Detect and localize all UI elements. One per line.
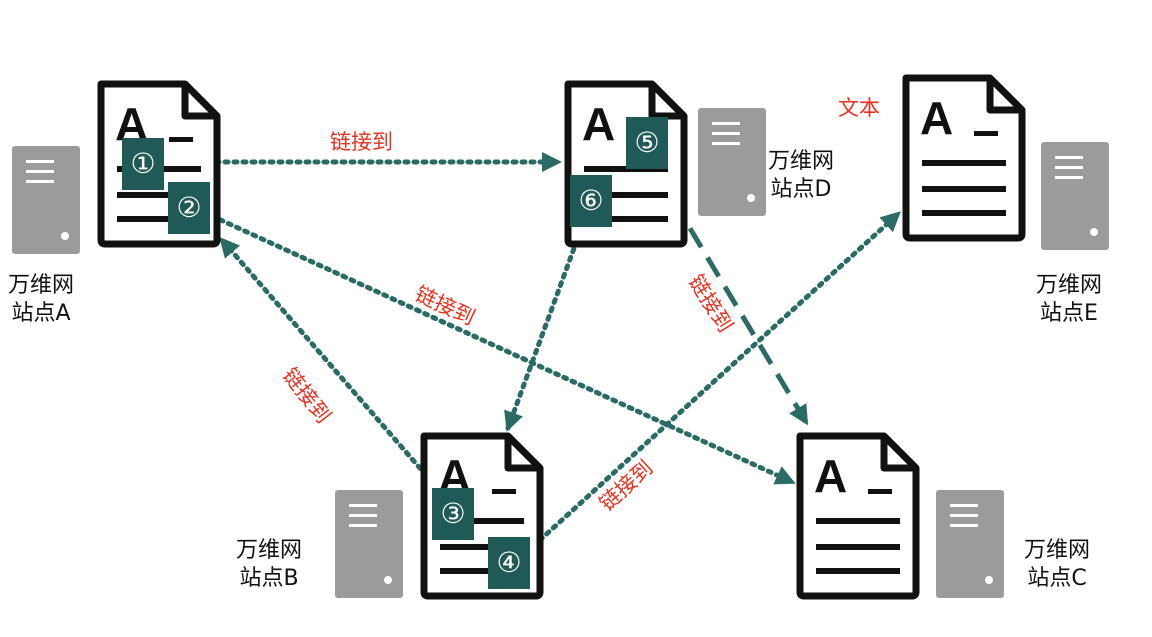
site-label-line2: 站点D [770,177,832,202]
link-2-to-c [209,213,796,485]
server-icon-a [12,146,80,254]
site-label-line2: 站点A [11,301,71,326]
site-label-line1: 万维网 [768,149,835,174]
server-icon-d [698,108,766,216]
site-label-d: 万维网 站点D [768,148,834,204]
site-label-line1: 万维网 [1036,273,1103,298]
link-anchor-1[interactable]: ① [122,138,164,190]
document-letter: A [582,98,615,150]
site-label-line1: 万维网 [8,273,75,298]
site-label-b: 万维网 站点B [236,537,302,593]
site-label-line2: 站点E [1040,301,1098,326]
site-label-line2: 站点C [1027,566,1087,591]
link-anchor-3[interactable]: ③ [432,488,474,540]
link-6-to-b [504,229,583,432]
document-e: A [906,78,1022,238]
site-label-c: 万维网 站点C [1024,537,1090,593]
server-icon-b [335,490,403,598]
document-letter: A [920,92,953,144]
link-anchor-4[interactable]: ④ [488,537,530,589]
document-d: A [568,84,684,244]
text-annotation: 文本 [838,96,880,120]
link-4-to-e [537,211,901,543]
site-label-e: 万维网 站点E [1036,272,1102,328]
link-label-1-to-d: 链接到 [330,130,393,154]
document-c: A [800,436,916,596]
link-3-to-a [219,236,435,485]
site-label-line1: 万维网 [236,538,303,563]
link-anchor-5[interactable]: ⑤ [626,117,668,169]
site-label-a: 万维网 站点A [8,272,74,328]
link-anchor-6[interactable]: ⑥ [570,175,612,227]
server-icon-c [936,490,1004,598]
site-label-line1: 万维网 [1024,538,1091,563]
site-label-line2: 站点B [239,566,299,591]
server-icon-e [1041,142,1109,250]
document-letter: A [814,450,847,502]
link-anchor-2[interactable]: ② [168,182,210,234]
